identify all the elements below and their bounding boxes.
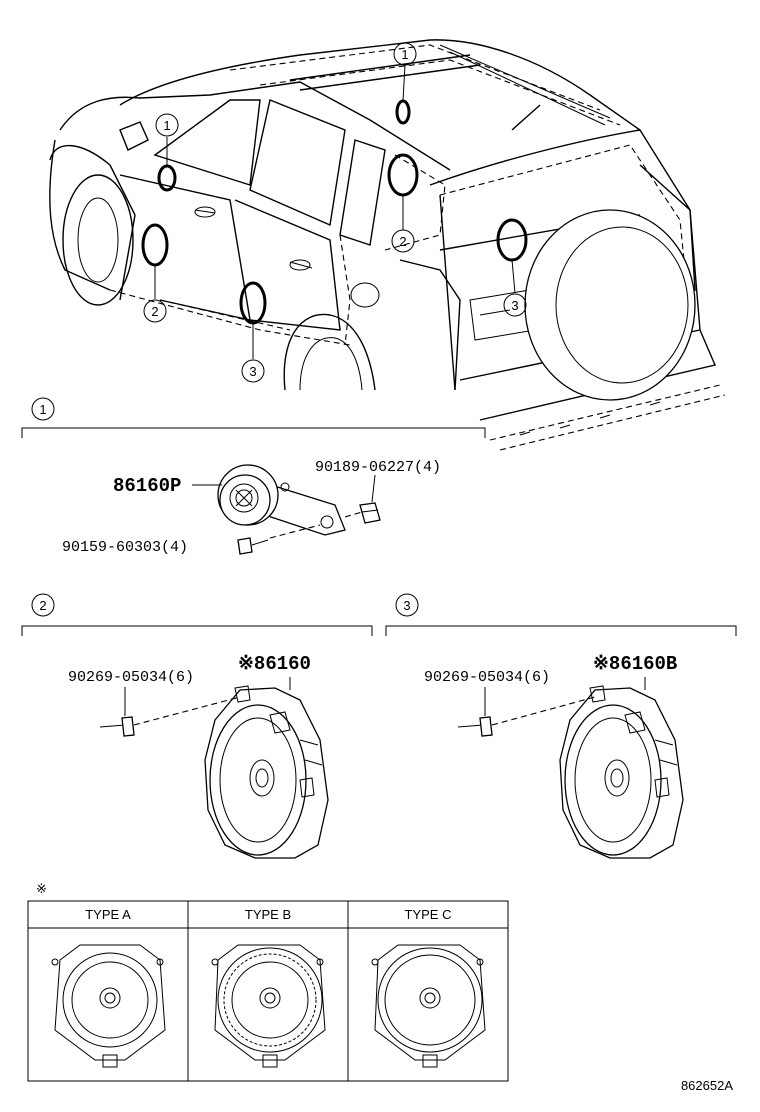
part-number-rear-rivet: 90269-05034(6) (424, 669, 550, 686)
types-table (27, 900, 509, 1082)
part-number-tweeter-bolt: 90159-60303(4) (62, 539, 188, 556)
part-number-86160B: ※86160B (593, 653, 677, 675)
vehicle-callout-1a: 1 (155, 113, 179, 137)
type-c-header: TYPE C (405, 907, 452, 922)
vehicle-illustration (49, 39, 726, 451)
svg-text:1: 1 (163, 118, 170, 133)
group-2-header: 2 (21, 593, 373, 636)
type-b-speaker-illustration (211, 944, 326, 1068)
type-a-speaker-illustration (51, 944, 166, 1068)
types-note-mark: ※ (36, 881, 47, 896)
type-b-header: TYPE B (245, 907, 291, 922)
tweeter-illustration (192, 464, 381, 555)
vehicle-callout-2a: 2 (143, 299, 167, 323)
front-speaker-illustration (99, 677, 329, 859)
vehicle-callout-3b: 3 (503, 293, 527, 317)
svg-text:1: 1 (401, 47, 408, 62)
svg-text:2: 2 (399, 234, 406, 249)
speaker-location-rear-hatch (496, 218, 528, 262)
speaker-location-front-tweeter (157, 164, 177, 192)
part-number-86160: ※86160 (238, 653, 311, 675)
group-1-header: 1 (21, 397, 486, 438)
group-3-header: 3 (385, 593, 737, 636)
svg-text:1: 1 (39, 402, 46, 417)
svg-text:3: 3 (403, 598, 410, 613)
part-number-tweeter-screw: 90189-06227(4) (315, 459, 441, 476)
diagram-code: 862652A (681, 1078, 733, 1093)
speaker-location-rear-door (239, 281, 267, 325)
svg-text:3: 3 (511, 298, 518, 313)
type-c-speaker-illustration (371, 944, 486, 1068)
part-number-86160P: 86160P (113, 475, 181, 497)
rear-speaker-illustration (457, 677, 684, 859)
speaker-location-rear-tweeter (395, 99, 411, 125)
svg-text:2: 2 (151, 304, 158, 319)
vehicle-callout-2b: 2 (391, 229, 415, 253)
svg-text:3: 3 (249, 364, 256, 379)
speaker-location-pillar (387, 153, 419, 197)
vehicle-callout-3a: 3 (241, 359, 265, 383)
part-number-front-rivet: 90269-05034(6) (68, 669, 194, 686)
svg-text:2: 2 (39, 598, 46, 613)
speaker-location-front-door (141, 223, 169, 267)
type-a-header: TYPE A (85, 907, 131, 922)
vehicle-callout-1b: 1 (393, 42, 417, 66)
